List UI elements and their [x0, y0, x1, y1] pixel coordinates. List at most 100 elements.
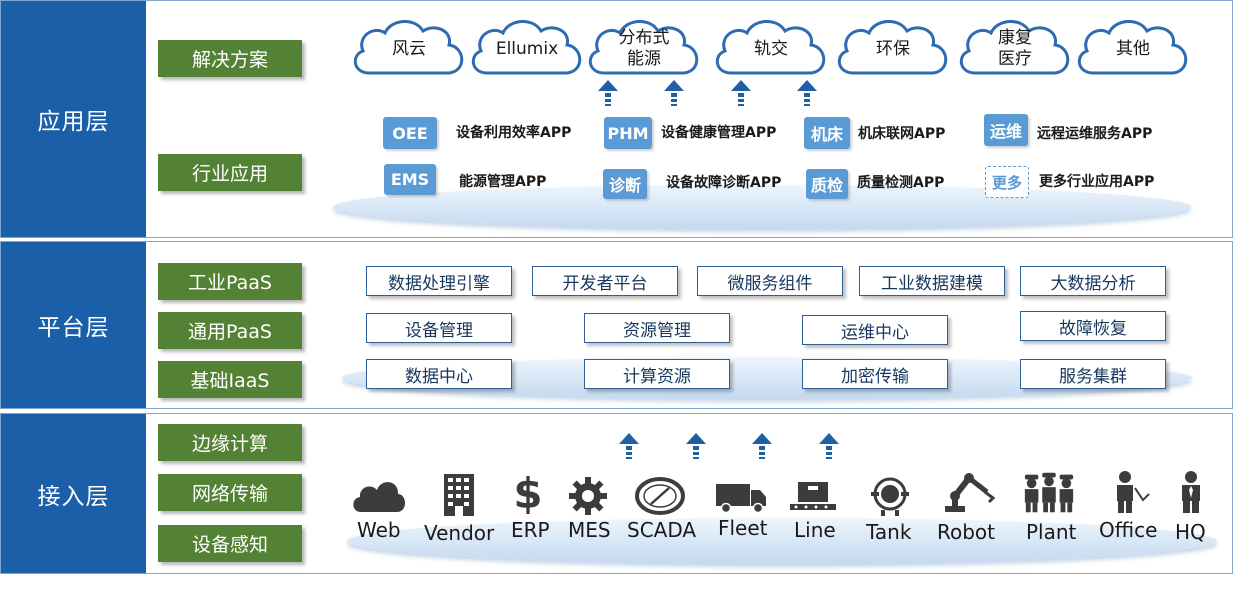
box-microservices[interactable]: 微服务组件 — [697, 266, 843, 296]
box-data-center[interactable]: 数据中心 — [366, 359, 512, 389]
box-resource-management[interactable]: 资源管理 — [584, 313, 730, 343]
badge-phm[interactable]: PHM — [604, 117, 652, 149]
badge-ems[interactable]: EMS — [384, 164, 436, 195]
cloud-label: 康复 医疗 — [998, 28, 1032, 69]
access-label: MES — [568, 518, 611, 542]
access-label: HQ — [1175, 520, 1206, 544]
cloud-label: 环保 — [876, 38, 910, 59]
conveyor-icon — [790, 482, 836, 510]
up-arrow-icon — [598, 80, 618, 106]
badge-oee[interactable]: OEE — [383, 117, 437, 149]
gear-icon — [569, 477, 607, 515]
robot-arm-icon — [945, 473, 995, 512]
tag-edge-computing: 边缘计算 — [158, 424, 302, 461]
access-item-office[interactable] — [1100, 470, 1156, 514]
access-label: Tank — [866, 520, 912, 544]
access-item-line[interactable] — [785, 472, 841, 516]
box-ops-center[interactable]: 运维中心 — [802, 315, 948, 345]
cloud-icon — [715, 20, 826, 75]
application-layer-title: 应用层 — [1, 1, 146, 237]
app-label-phm: 设备健康管理APP — [661, 125, 777, 141]
access-item-hq[interactable] — [1163, 470, 1219, 514]
access-label: Line — [794, 518, 836, 542]
app-label-machine-tool: 机床联网APP — [858, 126, 946, 142]
cloud-icon — [353, 20, 464, 75]
access-item-mes[interactable] — [560, 472, 616, 516]
tag-solutions: 解决方案 — [158, 40, 302, 77]
app-label-quality: 质量检测APP — [857, 175, 945, 191]
cloud-environment[interactable]: 环保 — [833, 15, 953, 83]
box-bigdata-analysis[interactable]: 大数据分析 — [1020, 266, 1166, 296]
access-label: Office — [1099, 518, 1158, 542]
app-label-diagnosis: 设备故障诊断APP — [666, 175, 782, 191]
office-worker-icon — [1117, 471, 1150, 513]
access-label: Plant — [1026, 520, 1077, 544]
cloud-label: Ellumix — [495, 38, 559, 59]
badge-machine-tool[interactable]: 机床 — [804, 117, 850, 149]
cloud-label: 分布式 能源 — [618, 28, 670, 69]
workers-icon — [1024, 472, 1074, 513]
box-service-cluster[interactable]: 服务集群 — [1020, 359, 1166, 389]
badge-more[interactable]: 更多 — [985, 166, 1029, 198]
cloud-icon — [588, 20, 699, 75]
cloud-icon — [837, 20, 948, 75]
up-arrow-icon — [797, 80, 817, 106]
app-label-ops: 远程运维服务APP — [1037, 126, 1153, 142]
access-item-vendor[interactable] — [431, 472, 487, 516]
access-label: ERP — [511, 518, 550, 542]
tag-industry-apps: 行业应用 — [158, 154, 302, 191]
box-developer-platform[interactable]: 开发者平台 — [532, 266, 678, 296]
badge-ops[interactable]: 运维 — [984, 114, 1028, 146]
badge-quality[interactable]: 质检 — [806, 169, 848, 199]
cloud-ellumix[interactable]: Ellumix — [467, 15, 587, 83]
access-item-robot[interactable] — [939, 470, 995, 514]
cloud-others[interactable]: 其他 — [1073, 15, 1193, 83]
access-label: Vendor — [424, 521, 495, 545]
cloud-rehab-medical[interactable]: 康复 医疗 — [955, 15, 1075, 83]
app-label-ems: 能源管理APP — [459, 174, 547, 190]
cloud-icon — [471, 20, 582, 75]
truck-icon — [716, 484, 766, 514]
box-fault-recovery[interactable]: 故障恢复 — [1020, 311, 1166, 341]
tag-basic-iaas: 基础IaaS — [158, 361, 302, 398]
badge-diagnosis[interactable]: 诊断 — [603, 169, 647, 199]
access-item-erp[interactable]: $ — [500, 470, 556, 514]
executive-icon — [1182, 471, 1200, 513]
cloud-label: 风云 — [392, 38, 426, 59]
up-arrow-icon — [664, 80, 684, 106]
gauge-icon — [635, 477, 685, 515]
app-label-oee: 设备利用效率APP — [456, 125, 572, 141]
application-platform-base — [333, 185, 1191, 229]
cloud-label: 其他 — [1116, 38, 1150, 59]
tag-general-paas: 通用PaaS — [158, 312, 302, 349]
access-platform-base — [347, 518, 1217, 564]
tag-network-transfer: 网络传输 — [158, 474, 302, 511]
app-label-more: 更多行业应用APP — [1039, 174, 1155, 190]
platform-layer-title: 平台层 — [1, 242, 146, 408]
up-arrow-icon — [686, 433, 706, 459]
cloud-label: 轨交 — [754, 38, 788, 59]
access-item-fleet[interactable] — [713, 470, 769, 514]
access-label: Fleet — [718, 516, 768, 540]
up-arrow-icon — [752, 433, 772, 459]
access-label: Web — [357, 518, 401, 542]
box-device-management[interactable]: 设备管理 — [366, 313, 512, 343]
cloud-icon — [959, 20, 1070, 75]
access-layer-title: 接入层 — [1, 414, 146, 573]
cloud-icon — [353, 482, 405, 512]
svg-text:$: $ — [513, 470, 542, 514]
access-item-scada[interactable] — [632, 472, 688, 516]
up-arrow-icon — [819, 433, 839, 459]
cloud-fengyun[interactable]: 风云 — [349, 15, 469, 83]
tag-device-sensing: 设备感知 — [158, 525, 302, 562]
access-item-web[interactable] — [351, 470, 407, 514]
access-item-plant[interactable] — [1021, 470, 1077, 514]
building-icon — [444, 474, 474, 516]
box-industrial-modeling[interactable]: 工业数据建模 — [859, 266, 1005, 296]
box-encrypted-transfer[interactable]: 加密传输 — [802, 359, 948, 389]
cloud-distributed-energy[interactable]: 分布式 能源 — [584, 15, 704, 83]
box-data-engine[interactable]: 数据处理引擎 — [366, 266, 512, 296]
access-item-tank[interactable] — [862, 472, 918, 516]
cloud-rail[interactable]: 轨交 — [711, 15, 831, 83]
box-compute-resources[interactable]: 计算资源 — [584, 359, 730, 389]
